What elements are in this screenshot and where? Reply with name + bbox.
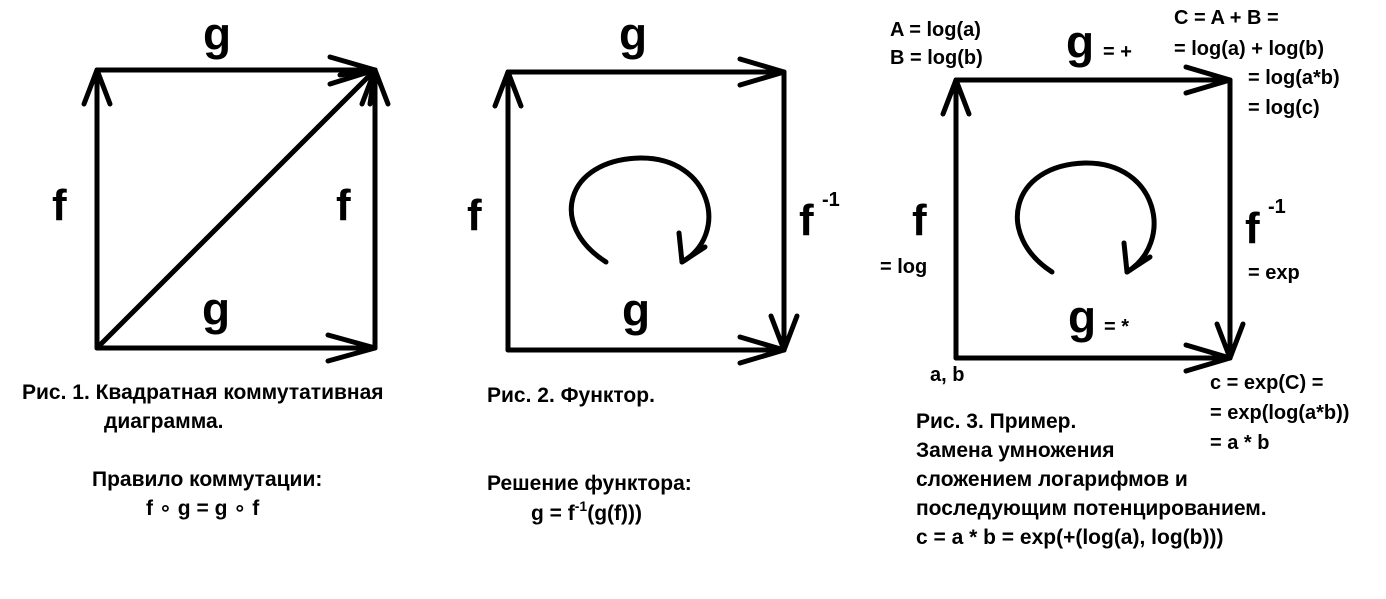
fig3-top-right-line3: = log(a*b) (1248, 67, 1340, 89)
fig2-solution-pre: g = f (531, 502, 576, 525)
fig3-caption-line1: Рис. 3. Пример. (916, 410, 1076, 433)
fig3-bottom-left-label: a, b (930, 364, 964, 386)
fig1-diagram (81, 54, 391, 364)
fig1-rule-formula: f ∘ g = g ∘ f (146, 497, 260, 520)
fig3-caption-line4: последующим потенцированием. (916, 497, 1267, 520)
fig1-g-top-label: g (203, 8, 231, 60)
fig3-f-left-equation: = log (880, 256, 927, 278)
fig3-top-left-line2: B = log(b) (890, 47, 983, 69)
fig3-g-bottom-label: g (1068, 291, 1096, 343)
fig1-f-right-label: f (336, 181, 351, 230)
fig3-top-right-line4: = log(c) (1248, 97, 1320, 119)
fig3-f-right-superscript: -1 (1268, 196, 1286, 218)
fig3-circular-arrowhead (1121, 240, 1153, 275)
fig1-caption-line1: Рис. 1. Квадратная коммутативная (22, 381, 384, 404)
fig2-f-left-label: f (467, 191, 482, 240)
fig3-f-left-label: f (912, 196, 927, 245)
fig3-caption-line5: c = a * b = exp(+(log(a), log(b))) (916, 526, 1223, 549)
fig3-top-right-line2: = log(a) + log(b) (1174, 38, 1324, 60)
fig3-bottom-right-line1: c = exp(C) = (1210, 372, 1323, 394)
fig3-top-right-line1: C = A + B = (1174, 7, 1279, 29)
fig3-g-bottom-operator: = * (1104, 316, 1129, 338)
fig2-circular-arrowhead (676, 230, 708, 265)
fig3-caption-line2: Замена умножения (916, 439, 1115, 462)
fig1-caption-line2: диаграмма. (104, 410, 223, 433)
fig3-f-right-label: f (1245, 204, 1260, 253)
fig3-bottom-right-line2: = exp(log(a*b)) (1210, 402, 1349, 424)
fig3-top-left-line1: A = log(a) (890, 19, 981, 41)
fig3-caption-line3: сложением логарифмов и (916, 468, 1188, 491)
fig1-diagonal-arrowhead (337, 67, 378, 107)
fig2-g-top-label: g (619, 8, 647, 60)
fig2-f-right-superscript: -1 (822, 189, 840, 211)
fig2-solution-sup: -1 (575, 498, 588, 514)
fig2-diagram (492, 56, 800, 366)
fig1-rule-title: Правило коммутации: (92, 468, 322, 491)
fig3-bottom-right-line3: = a * b (1210, 432, 1269, 454)
fig3-circular-arrow (1014, 160, 1157, 275)
fig1-f-left-label: f (52, 181, 67, 230)
fig2-f-right-label: f (799, 196, 814, 245)
fig3-g-top-label: g (1066, 16, 1094, 68)
fig2-caption: Рис. 2. Функтор. (487, 384, 655, 407)
fig3-diagram (940, 64, 1246, 374)
fig2-solution-title: Решение функтора: (487, 472, 692, 495)
fig3-g-top-operator: = + (1103, 41, 1132, 63)
fig2-g-bottom-label: g (622, 284, 650, 336)
fig2-solution-formula: g = f-1(g(f))) (531, 498, 642, 525)
fig3-bottom-arrowhead (1183, 342, 1233, 374)
fig1-g-bottom-label: g (202, 283, 230, 335)
fig2-bottom-arrowhead (737, 334, 787, 366)
fig1-bottom-arrowhead (325, 332, 378, 364)
fig2-solution-post: (g(f))) (587, 502, 642, 525)
fig1-diagonal-arrow (94, 67, 378, 351)
fig2-circular-arrow (568, 155, 712, 265)
fig3-f-right-equation: = exp (1248, 262, 1300, 284)
